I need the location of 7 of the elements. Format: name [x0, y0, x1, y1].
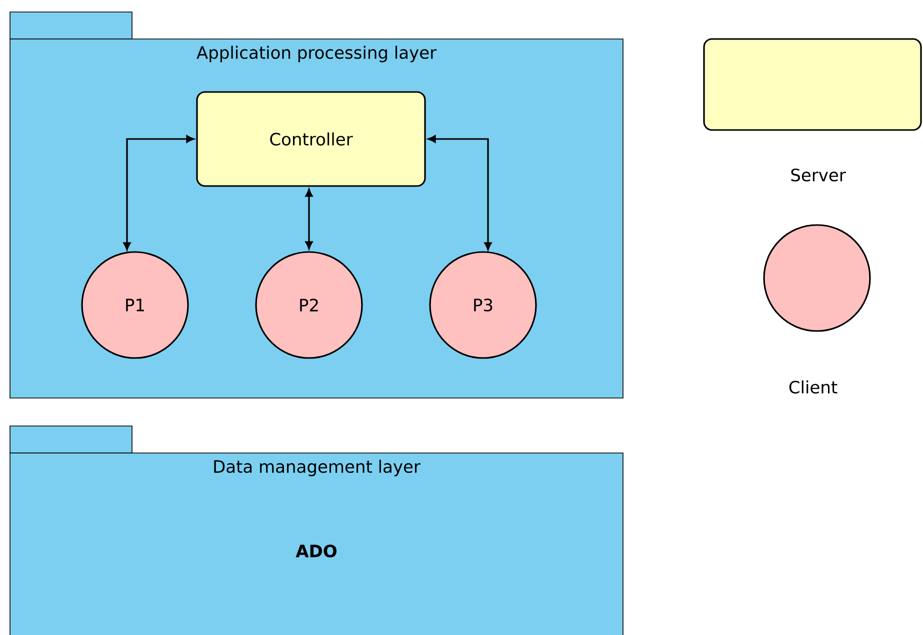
legend-label: Server — [791, 168, 846, 182]
arrow — [305, 188, 313, 250]
legend-label: Client — [789, 380, 838, 394]
arrow — [428, 135, 492, 250]
server-box: Controller — [196, 91, 426, 187]
layer-content: ADO — [296, 544, 336, 558]
arrow — [123, 135, 194, 250]
